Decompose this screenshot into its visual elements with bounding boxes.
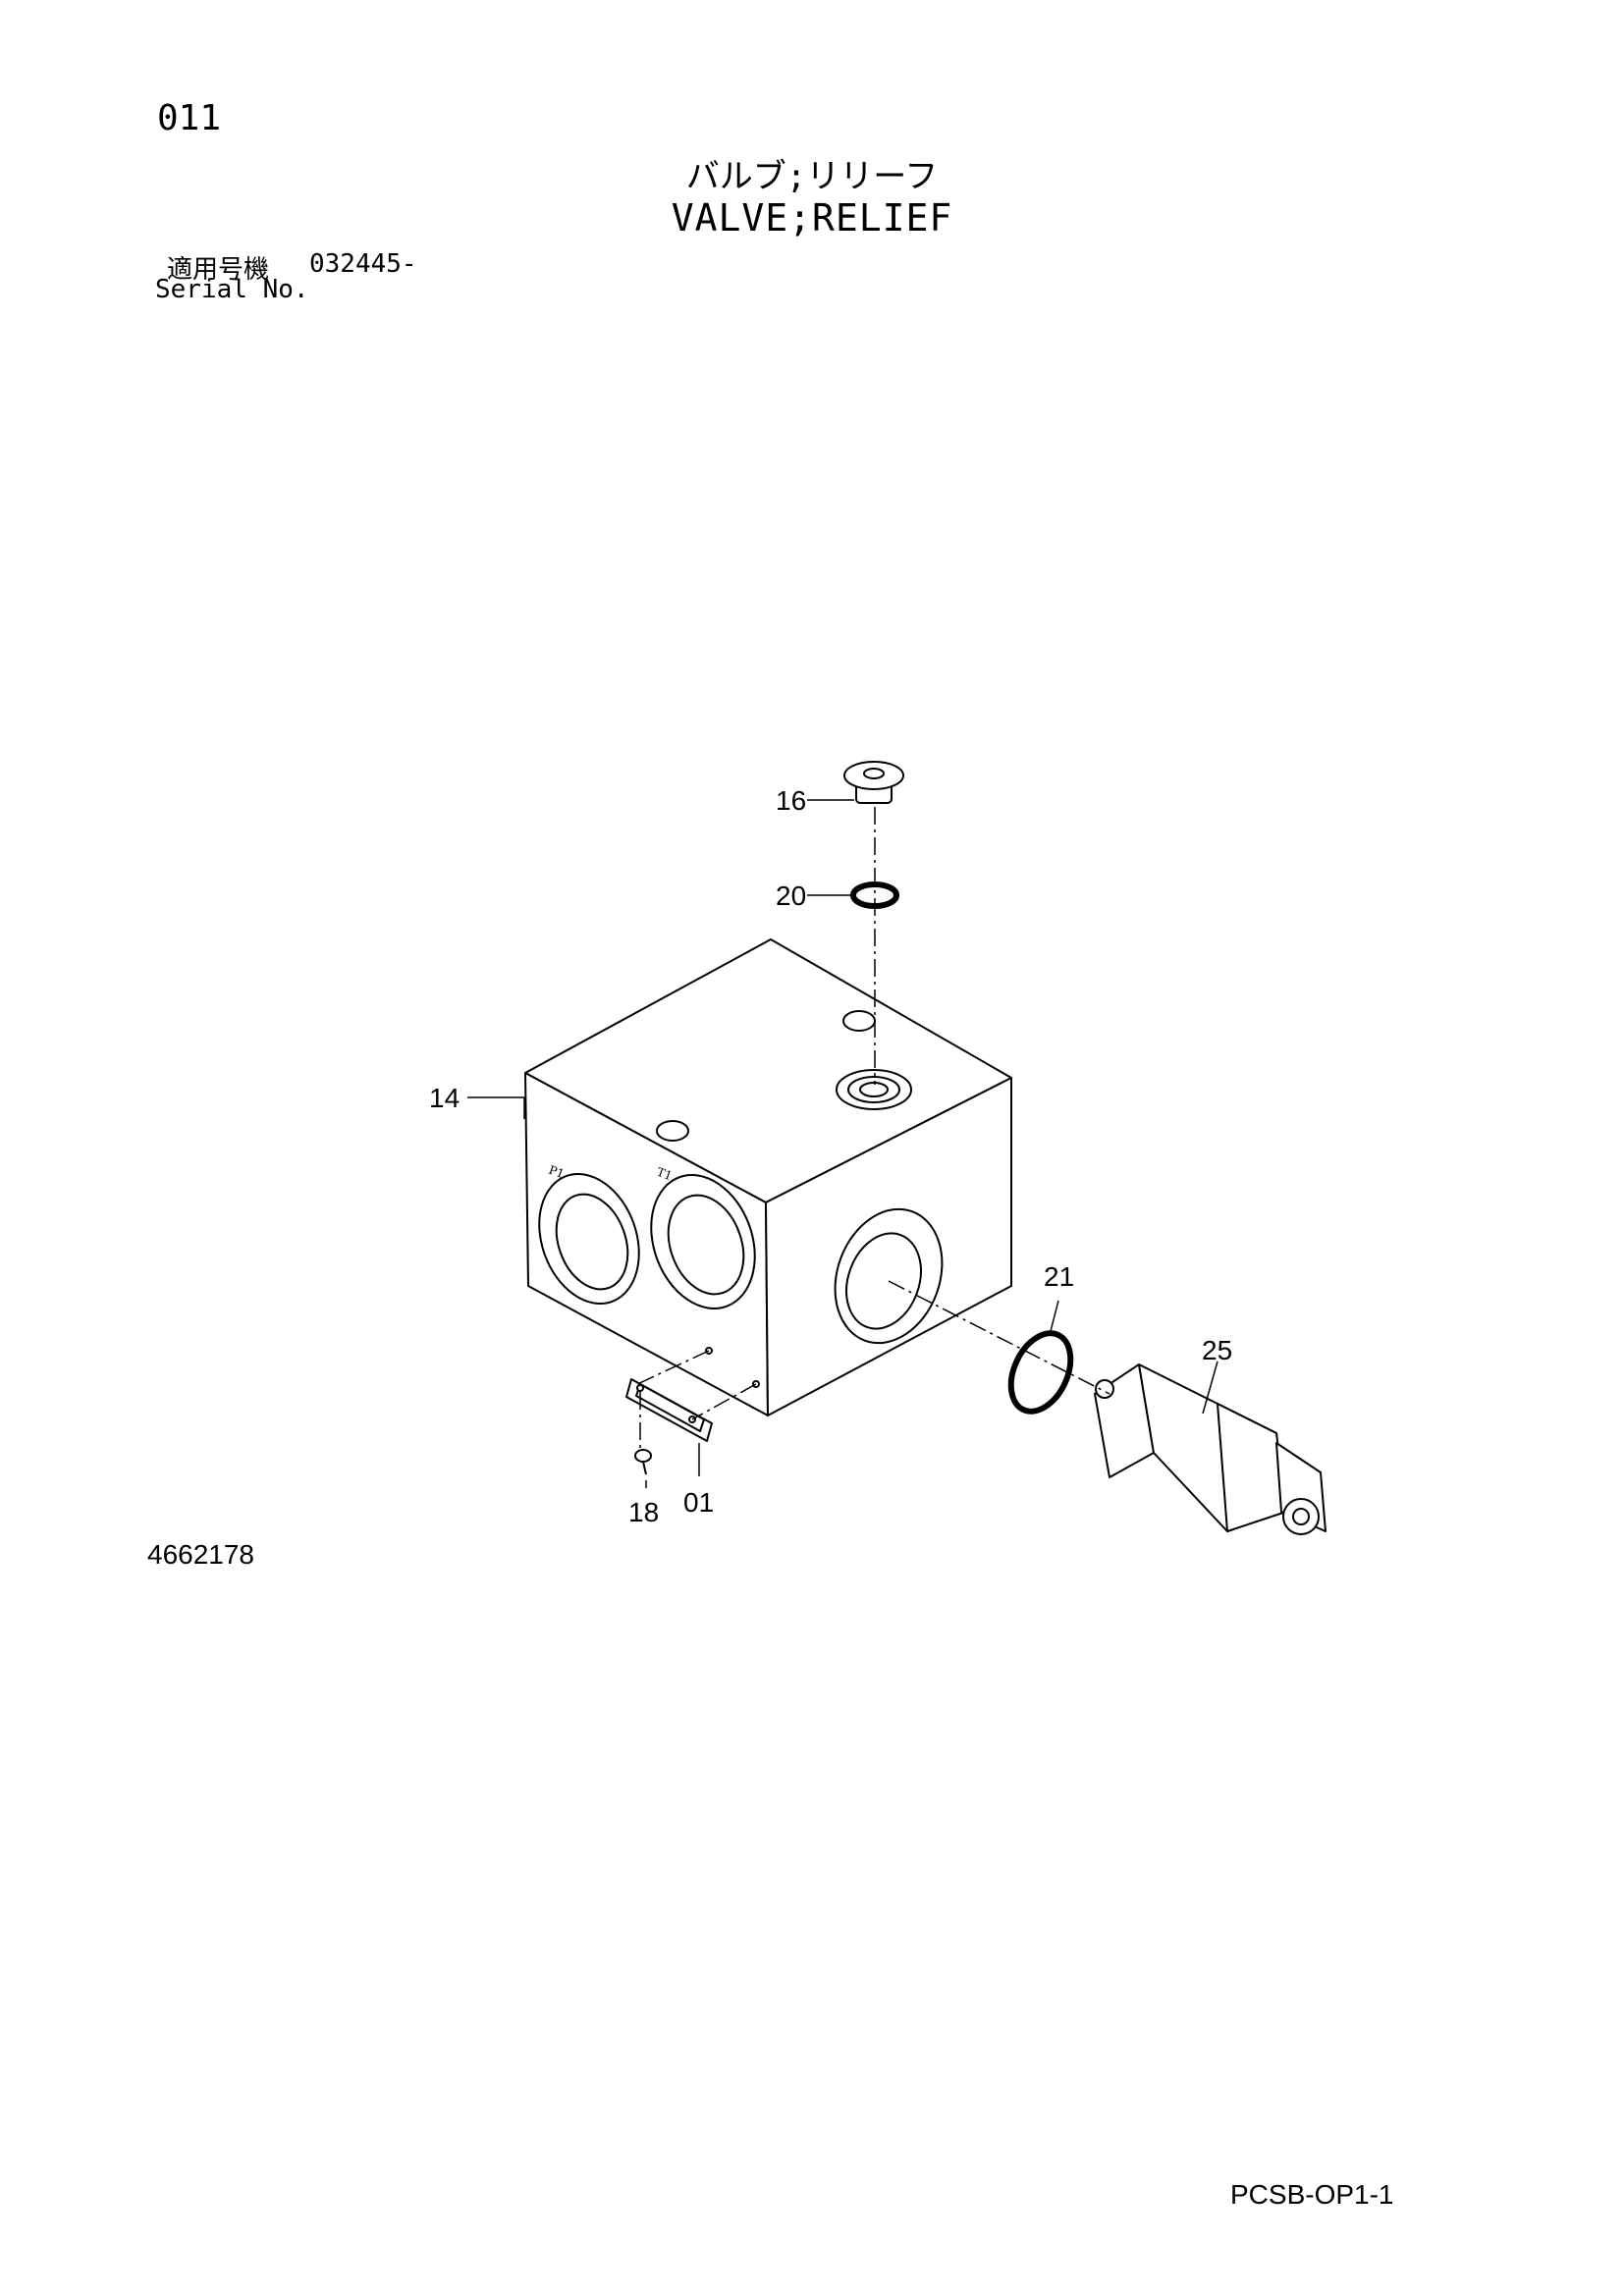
callout-20: 20 [776,881,806,911]
serial-label-japanese: 適用号機 [167,255,270,285]
callout-01: 01 [683,1487,714,1518]
serial-number-value: 032445- [309,249,417,279]
name-plate [625,1378,713,1442]
callout-14: 14 [429,1083,460,1113]
title-japanese: バルブ;リリーフ [685,157,939,196]
o-ring-side [1007,1330,1074,1415]
page-number: 011 [157,98,222,138]
screw-part [634,1449,652,1475]
relief-valve-cartridge [1094,1363,1326,1535]
callout-21: 21 [1044,1261,1074,1292]
title-english: VALVE;RELIEF [671,196,953,240]
valve-body-block [524,938,1012,1416]
port-label-p1: P1 [547,1163,567,1182]
port-label-t1: T1 [655,1165,674,1184]
callout-18: 18 [628,1497,659,1527]
callout-25: 25 [1202,1335,1232,1365]
callout-16: 16 [776,785,806,816]
drawing-number: 4662178 [147,1539,255,1570]
page-code: PCSB-OP1-1 [1230,2179,1394,2210]
serial-label-english: Serial No. [155,275,309,304]
plug-part [843,761,904,804]
